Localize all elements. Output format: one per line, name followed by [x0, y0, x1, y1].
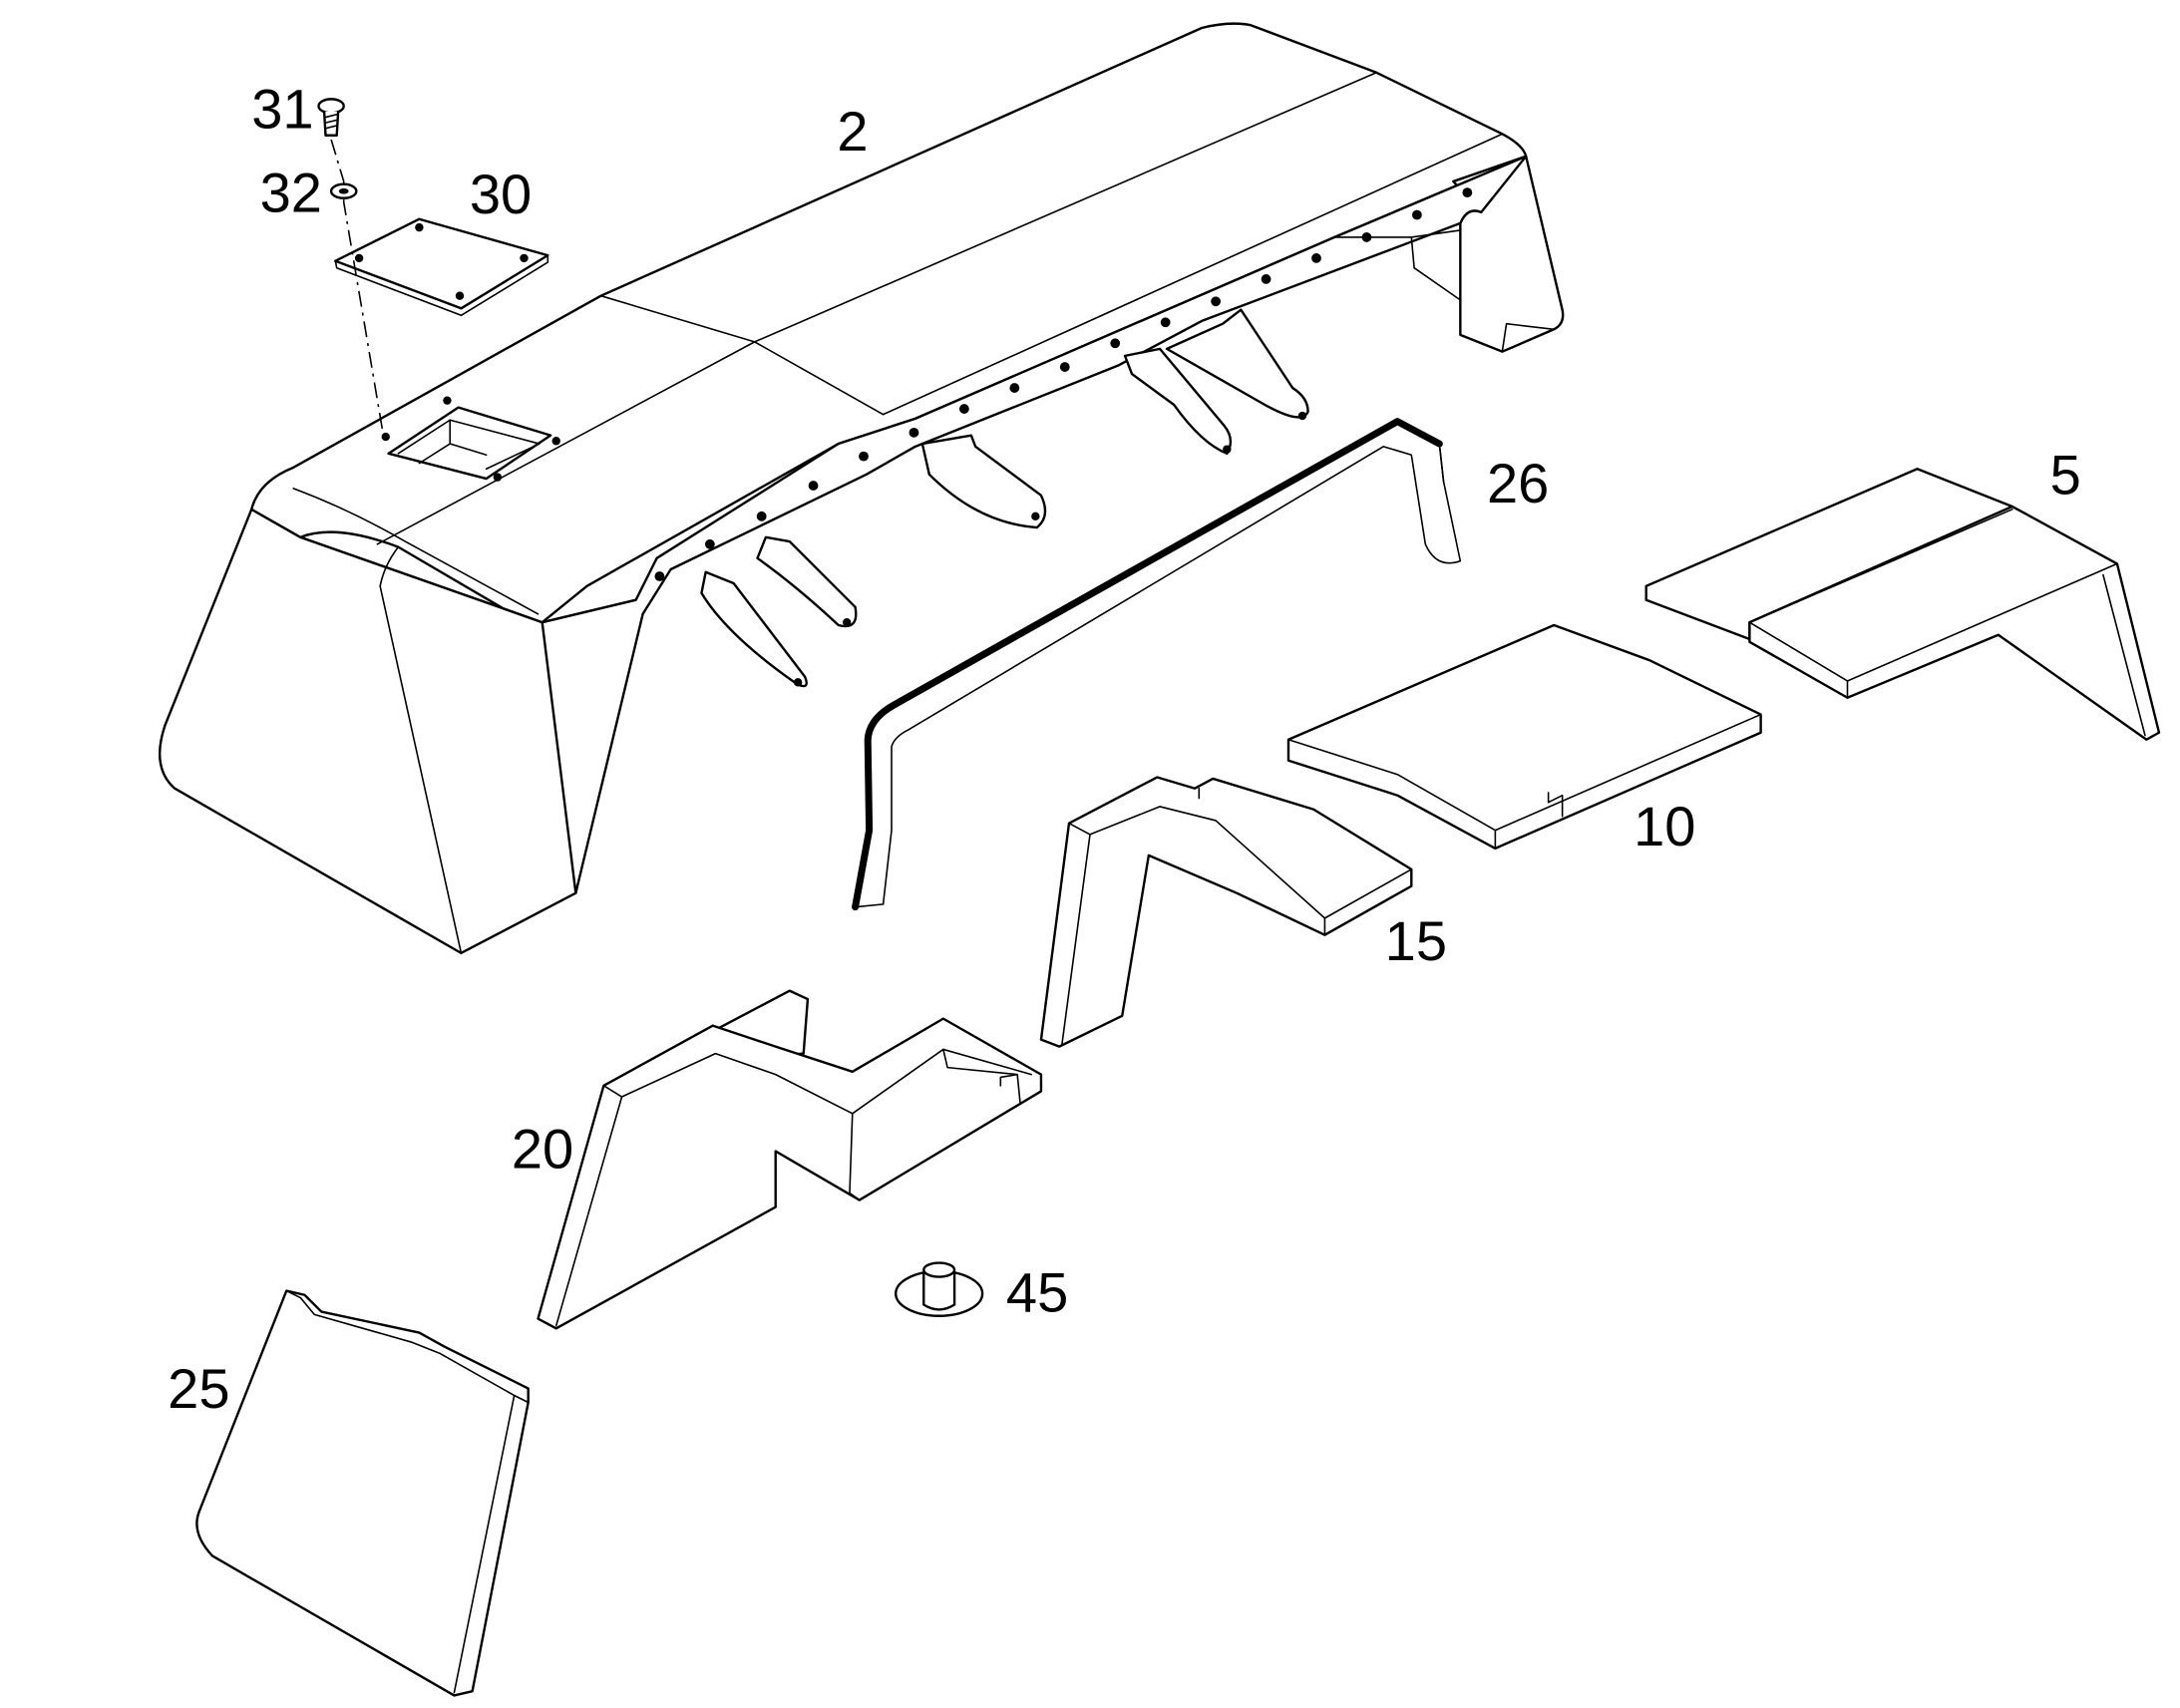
callout-45: 45 [1006, 1261, 1068, 1324]
callout-26: 26 [1487, 452, 1549, 514]
part-20-fender-segment [538, 991, 1040, 1329]
part-25-side-panel [196, 1291, 528, 1696]
part-2-inspection-opening [389, 408, 551, 479]
part-10-flat-panel [1288, 625, 1761, 849]
assembly-axis-line [331, 140, 383, 433]
callout-2: 2 [837, 100, 868, 163]
callout-labels: 2 5 10 15 20 25 26 30 31 32 45 [168, 78, 2081, 1420]
callout-32: 32 [260, 162, 322, 224]
part-2-top-surface [251, 24, 1526, 623]
part-2-fender-hood [160, 24, 1563, 953]
part-2-brackets [701, 310, 1307, 687]
callout-25: 25 [168, 1357, 229, 1420]
callout-31: 31 [251, 78, 313, 141]
part-26-seal-strip [856, 422, 1461, 907]
callout-10: 10 [1634, 795, 1695, 857]
part-2-side-panel [543, 157, 1527, 893]
callout-20: 20 [512, 1117, 573, 1180]
part-2-mounting-holes [654, 187, 1473, 581]
callout-15: 15 [1385, 909, 1447, 972]
callout-5: 5 [2050, 443, 2081, 506]
part-31-screw [318, 99, 343, 135]
callout-30: 30 [470, 163, 532, 225]
part-15-fender-segment [1041, 778, 1411, 1047]
part-5-fender-segment [1646, 469, 2159, 740]
part-30-cover-plate [335, 219, 547, 316]
part-45-rubber-buffer [896, 1263, 982, 1316]
